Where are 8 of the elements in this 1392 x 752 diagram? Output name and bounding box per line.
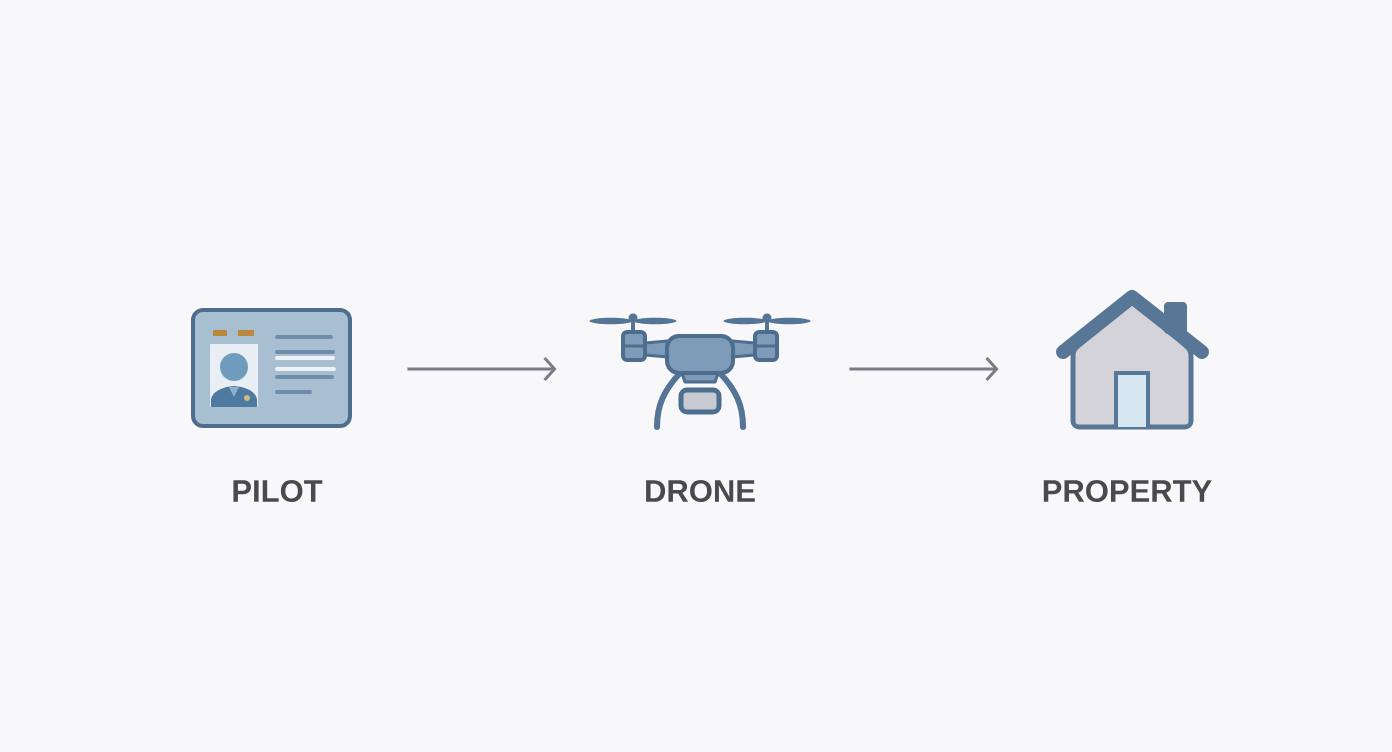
drone-icon (589, 313, 811, 430)
id-card-icon (191, 308, 352, 428)
node-label: PILOT (233, 480, 323, 502)
arrow (849, 357, 999, 381)
house-icon (1056, 290, 1209, 430)
node-label: PROPERTY (1043, 480, 1212, 502)
node-label: DRONE (646, 480, 755, 502)
arrow (407, 357, 557, 381)
